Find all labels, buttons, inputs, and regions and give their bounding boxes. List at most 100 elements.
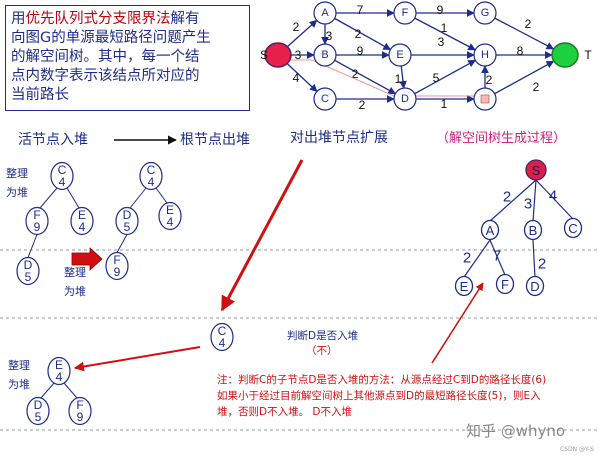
- tree-node: [525, 275, 545, 297]
- heap-node: [210, 322, 234, 352]
- tree-edge: [489, 179, 537, 222]
- graph-edge: [287, 63, 318, 93]
- problem-text: 解有: [170, 11, 200, 27]
- graph-node: [393, 87, 417, 111]
- heap-node: [68, 396, 92, 426]
- enqueue-label: 活节点入堆: [18, 132, 88, 148]
- edge-weight: 8: [517, 44, 524, 58]
- node-marker: [480, 94, 490, 104]
- graph-node: [313, 1, 337, 25]
- graph-edge: [414, 17, 476, 51]
- tree-node-label: B: [529, 223, 538, 238]
- target-label: T: [584, 48, 592, 62]
- heap-node: [47, 356, 71, 386]
- graph-edge: [414, 59, 477, 95]
- tree-edge-weight: 3: [524, 196, 532, 213]
- tree-edge: [489, 239, 506, 276]
- tree-node: [563, 217, 583, 239]
- edge-weight: 2: [293, 20, 300, 34]
- graph-node: [313, 87, 337, 111]
- edge-weight: 7: [357, 3, 364, 17]
- heap-edge: [40, 382, 55, 399]
- note-line: 注：判断C的子节点D是否入堆的方法：从源点经过C到D的路径长度(6): [217, 374, 547, 386]
- heap-node: [105, 251, 129, 281]
- tree-edge-weight: 7: [493, 248, 501, 265]
- target-node: [551, 42, 579, 68]
- tree-edge-weight: 2: [538, 256, 546, 273]
- graph-node-label: C: [321, 93, 329, 105]
- highlight-path: [290, 59, 474, 97]
- problem-highlight: 优先队列式分支限界法: [25, 11, 171, 27]
- heap-node-name: F: [76, 398, 83, 412]
- edge-weight: 2: [533, 80, 540, 94]
- graph-edge: [399, 65, 407, 89]
- arrange-label: 整理: [6, 167, 28, 180]
- source-label: S: [260, 48, 268, 62]
- note-line: 如果小于经过目前解空间树上其他源点到D的最短路径长度(5)，则E入: [217, 390, 541, 402]
- arrange-label: 整理: [64, 266, 86, 279]
- graph-edge: [334, 17, 392, 51]
- dequeue-label: 根节点出堆: [180, 132, 250, 148]
- note-line: 堆，否则D不入堆。 D不入堆: [217, 406, 353, 418]
- heap-node-value: 5: [25, 270, 32, 284]
- heap-node-value: 4: [219, 336, 226, 350]
- heap-node: [115, 206, 139, 236]
- edge-weight: 4: [293, 71, 300, 85]
- heap-edge: [63, 382, 78, 399]
- tree-node-label: A: [486, 223, 495, 238]
- graph-edge: [494, 17, 555, 50]
- graph-node: [473, 1, 497, 25]
- graph-node: [388, 43, 412, 67]
- heap-node-value: 4: [59, 175, 66, 189]
- tree-node-label: F: [501, 277, 509, 292]
- problem-text: 点内数字表示该结点所对应的: [11, 68, 200, 84]
- heap-edge: [155, 187, 168, 204]
- heap-node: [139, 161, 163, 191]
- arrange-label: 整理: [8, 359, 30, 372]
- edge-weight: 1: [395, 72, 402, 86]
- tree-node: [495, 273, 515, 295]
- heap-node: [70, 206, 94, 236]
- heap-node-name: C: [218, 324, 227, 338]
- heap-node-value: 5: [124, 220, 131, 234]
- graph-node-label: D: [401, 93, 409, 105]
- heap-node-value: 5: [35, 410, 42, 424]
- edge-weight: 2: [525, 17, 532, 31]
- problem-statement: 用优先队列式分支限界法解有 向图G的单源最短路径问题产生 的解空间树。其中，每一…: [5, 5, 250, 111]
- tree-edge: [532, 239, 536, 278]
- source-node: [264, 42, 292, 68]
- expand-arrow: [220, 159, 304, 312]
- tree-node: [525, 159, 547, 181]
- judge-label: 判断D是否入堆: [287, 330, 359, 342]
- heap-node-name: C: [58, 163, 67, 177]
- tree-node-label: S: [532, 163, 541, 178]
- tree-edge-weight: 2: [503, 189, 511, 206]
- heap-node-name: F: [113, 253, 120, 267]
- problem-text: 向图G的单源最短路径问题产生: [11, 30, 211, 46]
- graph-node-label: F: [402, 7, 409, 19]
- arrange-label: 为堆: [64, 285, 86, 298]
- graph-node: [473, 43, 497, 67]
- graph-node-label: A: [321, 7, 329, 19]
- heap-node-name: E: [55, 358, 63, 372]
- graph-node-label: B: [321, 49, 328, 61]
- tree-edge-weight: 4: [549, 188, 557, 205]
- graph-edge: [494, 60, 555, 95]
- tree-node-label: C: [568, 221, 577, 236]
- edge-weight: 2: [359, 98, 366, 112]
- edge-weight: 9: [437, 3, 444, 17]
- tree-edge: [535, 179, 574, 220]
- heap-edge: [129, 187, 147, 209]
- heap-node-name: D: [34, 398, 43, 412]
- heap-node-value: 4: [79, 220, 86, 234]
- arrange-label: 为堆: [8, 378, 30, 391]
- problem-text: 的解空间树。其中，每一个结: [11, 49, 200, 65]
- edge-weight: 2: [352, 67, 359, 81]
- edge-weight: 5: [433, 71, 440, 85]
- problem-text: 用: [11, 11, 26, 27]
- graph-node: [393, 1, 417, 25]
- heap-node: [25, 206, 49, 236]
- edge-weight: 1: [441, 21, 448, 35]
